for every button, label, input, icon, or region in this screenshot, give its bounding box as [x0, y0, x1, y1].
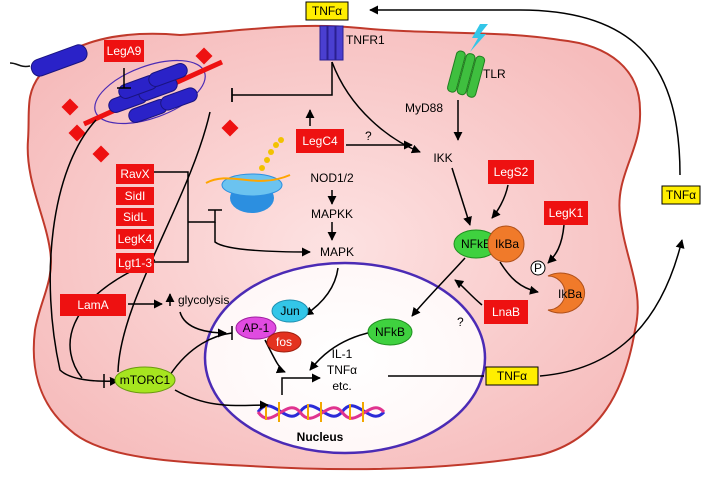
effector-legs2: LegS2 — [494, 165, 529, 179]
ikba-cytoplasm — [487, 225, 525, 263]
effector-lega9: LegA9 — [107, 44, 142, 58]
mapkk-label: MAPKK — [311, 207, 353, 221]
question-mark-lnab: ? — [457, 315, 464, 329]
nfkb-cytoplasm-label: NFkB — [461, 237, 491, 251]
mtorc1-label: mTORC1 — [120, 373, 171, 387]
ap1 — [235, 316, 277, 340]
effector-legk1: LegK1 — [549, 206, 584, 220]
effector-lgt: Lgt1-3 — [118, 256, 152, 270]
mapk-label: MAPK — [320, 245, 354, 259]
question-mark-legc4: ? — [365, 129, 372, 143]
myd88-label: MyD88 — [405, 101, 443, 115]
gene-il1-label: IL-1 — [332, 347, 353, 361]
tnf-right-label: TNFα — [666, 188, 696, 202]
ikba-free — [547, 272, 586, 314]
ikk-label: IKK — [433, 151, 452, 165]
ikba-free-label: IkBa — [558, 287, 582, 301]
phospho-label: P — [534, 261, 542, 275]
mtorc1 — [114, 366, 176, 394]
effector-legc4: LegC4 — [302, 134, 338, 148]
lightning-icon — [470, 24, 488, 52]
tnfr1-receptor — [319, 25, 344, 61]
tnfr1-label: TNFR1 — [346, 33, 385, 47]
nfkb-nucleus-label: NFkB — [375, 325, 405, 339]
tlr-receptor — [447, 50, 486, 98]
effector-sidl: SidL — [123, 210, 147, 224]
cell-membrane — [26, 24, 642, 471]
tnf-top-box — [305, 1, 349, 21]
ribosome-icon — [205, 137, 291, 213]
ap1-label: AP-1 — [243, 321, 270, 335]
tlr-label: TLR — [483, 67, 506, 81]
glycolysis-label: glycolysis — [178, 293, 229, 307]
tnf-right-box — [661, 185, 701, 205]
dna-icon — [256, 402, 386, 422]
jun — [271, 299, 309, 323]
effector-lama: LamA — [77, 298, 108, 312]
effector-particles — [61, 47, 239, 163]
jun-label: Jun — [280, 304, 299, 318]
tnf-top-label: TNFα — [312, 4, 342, 18]
gene-tnf-label: TNFα — [327, 363, 357, 377]
nucleus-label: Nucleus — [297, 430, 344, 444]
nod-label: NOD1/2 — [310, 171, 354, 185]
tnf-nucleus-box — [485, 366, 539, 386]
fos-label: fos — [276, 335, 292, 349]
effector-lnab: LnaB — [492, 305, 520, 319]
vacuole — [82, 59, 224, 127]
bacterium-icon — [9, 44, 88, 77]
effector-boxes: LegA9 LegC4 RavX SidI SidL LegK4 Lgt1-3 … — [60, 40, 588, 324]
tnf-nucleus-label: TNFα — [497, 369, 527, 383]
fos — [266, 331, 302, 353]
phospho-icon — [530, 260, 546, 276]
effector-legk4: LegK4 — [118, 232, 153, 246]
effector-sidi: SidI — [125, 189, 146, 203]
ikba-cytoplasm-label: IkBa — [495, 237, 519, 251]
effector-ravx: RavX — [120, 167, 149, 181]
nfkb-nucleus — [367, 318, 413, 346]
gene-etc-label: etc. — [332, 379, 351, 393]
